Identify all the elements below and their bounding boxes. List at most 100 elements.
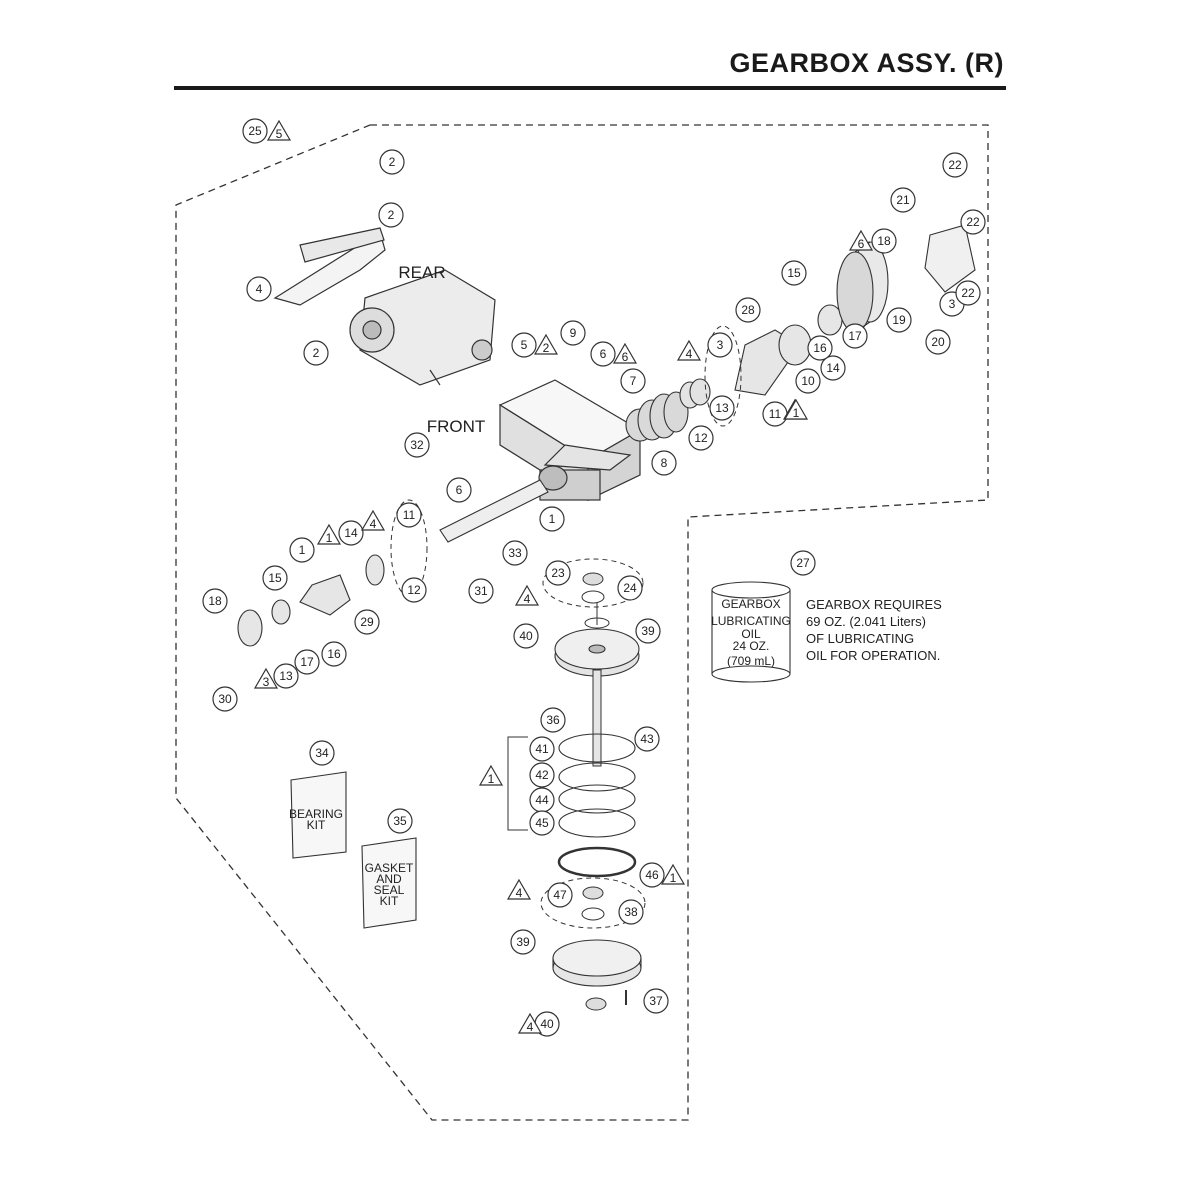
callout-6: 6: [590, 341, 616, 367]
callout-28: 28: [735, 297, 761, 323]
callout-39: 39: [635, 618, 661, 644]
callout-1: 1: [289, 537, 315, 563]
callout-6: 6: [446, 477, 472, 503]
svg-text:15: 15: [268, 571, 282, 585]
note-line-1: GEARBOX REQUIRES: [806, 597, 942, 612]
callout-47: 47: [547, 882, 573, 908]
svg-text:34: 34: [315, 746, 329, 760]
callout-29: 29: [354, 609, 380, 635]
kit-boundary: [175, 124, 989, 1121]
warning-triangle-3: 3: [253, 667, 279, 689]
warning-triangle-1: 1: [316, 523, 342, 545]
warning-triangle-4: 4: [676, 339, 702, 361]
text-labels-layer: REARFRONTBEARINGKITGASKETANDSEALKITGEARB…: [289, 263, 791, 908]
callout-17: 17: [294, 649, 320, 675]
svg-text:22: 22: [961, 286, 975, 300]
svg-text:32: 32: [410, 438, 424, 452]
callout-14: 14: [820, 355, 846, 381]
svg-text:31: 31: [474, 584, 488, 598]
output-shaft-41: [592, 669, 602, 767]
callout-13: 13: [709, 395, 735, 421]
oil-can-brand: GEARBOX: [721, 597, 780, 611]
svg-text:11: 11: [403, 508, 416, 522]
callout-41: 41: [529, 736, 555, 762]
svg-text:3: 3: [949, 297, 956, 311]
seal-group-right: [704, 325, 742, 427]
svg-text:35: 35: [393, 814, 407, 828]
note-line-3: OF LUBRICATING: [806, 631, 915, 646]
svg-text:17: 17: [300, 655, 314, 669]
callout-27: 27: [790, 550, 816, 576]
callout-36: 36: [540, 707, 566, 733]
warning-triangle-4: 4: [514, 584, 540, 606]
callout-46: 46: [639, 862, 665, 888]
callout-22: 22: [960, 209, 986, 235]
warning-triangle-1: 1: [660, 863, 686, 885]
svg-text:29: 29: [360, 615, 374, 629]
worm-gear: [625, 391, 689, 442]
callout-33: 33: [502, 540, 528, 566]
svg-text:40: 40: [519, 629, 533, 643]
svg-text:5: 5: [276, 127, 283, 141]
svg-text:23: 23: [551, 566, 565, 580]
svg-text:6: 6: [456, 483, 463, 497]
warning-triangle-4: 4: [360, 509, 386, 531]
callout-24: 24: [617, 575, 643, 601]
svg-text:18: 18: [877, 234, 891, 248]
svg-text:4: 4: [686, 347, 693, 361]
svg-text:7: 7: [630, 374, 637, 388]
callout-22: 22: [942, 152, 968, 178]
svg-text:27: 27: [796, 556, 810, 570]
svg-text:13: 13: [279, 669, 293, 683]
seal-40-bottom: [581, 907, 605, 921]
callout-13: 13: [273, 663, 299, 689]
callout-38: 38: [618, 899, 644, 925]
callout-16: 16: [321, 641, 347, 667]
warning-triangle-1: 1: [478, 764, 504, 786]
rear-cover: [273, 227, 496, 386]
seal-39-top: [582, 572, 604, 586]
svg-text:24: 24: [623, 581, 637, 595]
svg-text:2: 2: [388, 208, 395, 222]
svg-text:6: 6: [858, 237, 865, 251]
oil-can-line2: OIL: [741, 627, 761, 641]
note-line-4: OIL FOR OPERATION.: [806, 648, 941, 663]
svg-text:1: 1: [793, 406, 800, 420]
svg-text:33: 33: [508, 546, 522, 560]
bracket-1: [507, 736, 528, 831]
svg-text:4: 4: [370, 517, 377, 531]
callout-40: 40: [513, 623, 539, 649]
svg-text:40: 40: [540, 1017, 554, 1031]
svg-text:19: 19: [892, 313, 906, 327]
svg-text:28: 28: [741, 303, 755, 317]
svg-text:14: 14: [344, 526, 358, 540]
seal-40-top: [581, 590, 605, 604]
svg-text:4: 4: [527, 1020, 534, 1034]
svg-text:2: 2: [389, 155, 396, 169]
callout-34: 34: [309, 740, 335, 766]
svg-text:39: 39: [516, 935, 530, 949]
fan-19: [836, 241, 889, 333]
oil-can-line1: LUBRICATING: [711, 614, 791, 628]
callout-17: 17: [842, 323, 868, 349]
svg-text:9: 9: [570, 326, 577, 340]
svg-text:39: 39: [641, 624, 655, 638]
svg-text:4: 4: [256, 282, 263, 296]
svg-text:5: 5: [521, 338, 528, 352]
svg-text:21: 21: [896, 193, 910, 207]
svg-text:22: 22: [948, 158, 962, 172]
callout-37: 37: [643, 988, 669, 1014]
callouts-layer: 2522425967832613331111214115182913301716…: [202, 118, 986, 1037]
warning-triangle-5: 5: [266, 119, 292, 141]
svg-text:2: 2: [313, 346, 320, 360]
svg-text:20: 20: [931, 335, 945, 349]
note-line-2: 69 OZ. (2.041 Liters): [806, 614, 926, 629]
callout-32: 32: [404, 432, 430, 458]
right-flange: [734, 304, 843, 396]
gasket-kit-text: AND: [376, 872, 402, 886]
callout-11: 11: [762, 401, 788, 427]
callout-35: 35: [387, 808, 413, 834]
callout-30: 30: [212, 686, 238, 712]
callout-18: 18: [871, 228, 897, 254]
